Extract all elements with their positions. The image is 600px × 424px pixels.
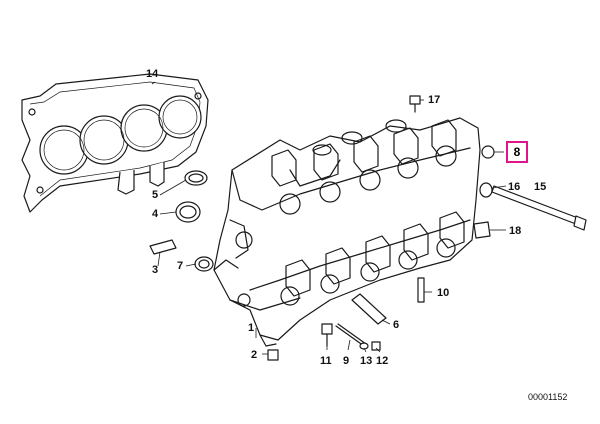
part-label-7: 7 xyxy=(177,260,184,272)
part-label-12: 12 xyxy=(376,355,389,367)
bracket-18[interactable] xyxy=(473,221,491,239)
seal-ring-5[interactable] xyxy=(184,170,208,186)
leader-lines xyxy=(151,81,507,355)
part-label-11: 11 xyxy=(320,355,332,367)
head-gasket[interactable] xyxy=(21,73,209,213)
part-label-15: 15 xyxy=(534,181,547,193)
part-label-2: 2 xyxy=(251,349,258,361)
cap-nut-8[interactable] xyxy=(481,145,495,159)
plug-17[interactable] xyxy=(409,95,421,113)
part-label-14: 14 xyxy=(146,68,159,80)
seal-ring-7[interactable] xyxy=(194,256,214,272)
bolt-15[interactable] xyxy=(491,185,587,231)
part-label-4: 4 xyxy=(152,208,159,220)
diagram-reference-number: 00001152 xyxy=(528,392,568,402)
dowel-pin[interactable] xyxy=(149,239,177,255)
part-label-6: 6 xyxy=(393,319,400,331)
washer-16[interactable] xyxy=(479,182,493,198)
part-label-8-highlighted[interactable]: 8 xyxy=(506,141,528,163)
part-label-5: 5 xyxy=(152,189,159,201)
cylinder-head[interactable] xyxy=(213,117,481,347)
nut-12[interactable] xyxy=(371,341,381,351)
bolt-11[interactable] xyxy=(321,323,333,347)
part-label-17: 17 xyxy=(428,94,441,106)
part-label-10: 10 xyxy=(437,287,450,299)
part-label-18: 18 xyxy=(509,225,522,237)
part-label-3: 3 xyxy=(152,264,159,276)
part-label-1: 1 xyxy=(248,322,255,334)
washer-13[interactable] xyxy=(359,342,369,350)
part-label-16: 16 xyxy=(508,181,521,193)
bolt-2[interactable] xyxy=(267,349,279,361)
stud-10[interactable] xyxy=(417,277,425,303)
part-label-9: 9 xyxy=(343,355,350,367)
seal-ring-4[interactable] xyxy=(175,201,201,223)
stud-9[interactable] xyxy=(335,323,367,347)
valve-guide-6[interactable] xyxy=(351,293,387,325)
part-label-13: 13 xyxy=(360,355,373,367)
